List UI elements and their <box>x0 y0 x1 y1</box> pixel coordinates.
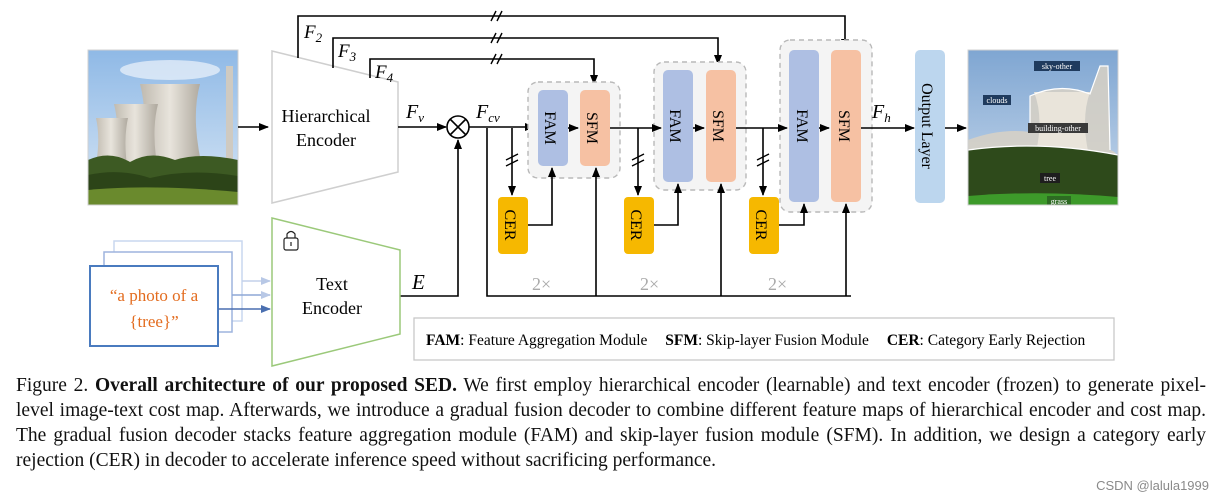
prompt-stack <box>89 240 243 347</box>
sfm-label-3: SFM <box>835 110 852 142</box>
label-f2: F2 <box>303 22 323 45</box>
caption-figure-number: Figure 2. <box>16 375 89 396</box>
seg-label-sky-other: sky-other <box>1042 62 1073 71</box>
sfm-block-1 <box>580 90 610 166</box>
seg-label-grass: grass <box>1051 197 1067 206</box>
repeat-label-2: 2× <box>640 274 659 294</box>
decoder-connections <box>486 124 967 297</box>
label-fv: Fv <box>405 101 424 125</box>
sfm-block-3 <box>831 50 861 202</box>
cer-label-1: CER <box>501 209 518 240</box>
fam-label-3: FAM <box>793 109 810 143</box>
caption-title: Overall architecture of our proposed SED… <box>94 375 457 396</box>
output-layer-label: Output Layer <box>918 83 935 169</box>
stop-gradient-marks <box>490 10 503 65</box>
seg-label-clouds: clouds <box>987 96 1008 105</box>
cer-block-1 <box>498 197 528 254</box>
hierarchical-encoder <box>271 50 399 204</box>
fam-block-1 <box>538 90 568 166</box>
label-fcv: Fcv <box>475 101 500 125</box>
input-image <box>87 49 239 206</box>
figure-caption: Figure 2. Overall architecture of our pr… <box>16 373 1206 473</box>
label-f4: F4 <box>374 62 394 85</box>
prompt-text-line-1: “a photo of a <box>110 286 199 305</box>
label-f3: F3 <box>337 41 357 64</box>
fam-block-2 <box>663 70 693 182</box>
caption-body: We first employ hierarchical encoder (le… <box>16 375 1206 471</box>
sfm-label-2: SFM <box>709 110 726 142</box>
seg-label-building-other: building-other <box>1035 124 1081 133</box>
skip-connections <box>297 15 849 85</box>
cer-block-3 <box>749 197 779 254</box>
prompt-arrows <box>218 277 271 313</box>
text-encoder-label-2: Encoder <box>302 298 362 318</box>
prompt-text-line-2: {tree}” <box>129 312 178 331</box>
cer-stop-gradient-marks <box>505 153 770 167</box>
fam-label-1: FAM <box>541 111 558 145</box>
legend-box <box>413 317 1115 361</box>
output-layer <box>915 50 945 203</box>
seg-label-tree: tree <box>1044 174 1056 183</box>
sfm-label-1: SFM <box>583 112 600 144</box>
text-encoder <box>271 217 401 367</box>
cer-label-2: CER <box>627 209 644 240</box>
legend: FAM: Feature Aggregation Module SFM: Ski… <box>426 332 1086 349</box>
lock-icon <box>283 230 299 251</box>
fam-block-3 <box>789 50 819 202</box>
watermark: CSDN @lalula1999 <box>1096 478 1209 493</box>
text-encoder-label: Text <box>316 274 348 294</box>
repeat-label-3: 2× <box>768 274 787 294</box>
multiply-operator <box>446 115 470 139</box>
cer-block-2 <box>624 197 654 254</box>
hierarchical-encoder-label-2: Encoder <box>296 130 356 150</box>
cer-label-3: CER <box>752 209 769 240</box>
label-fh: Fh <box>871 101 891 125</box>
label-e: E <box>411 270 425 294</box>
arrow-e <box>400 139 462 297</box>
sfm-block-2 <box>706 70 736 182</box>
repeat-label-1: 2× <box>532 274 551 294</box>
hierarchical-encoder-label: Hierarchical <box>282 106 371 126</box>
fam-label-2: FAM <box>666 109 683 143</box>
architecture-diagram: Hierarchical Encoder F2 F3 F4 Fv E Fcv “… <box>87 10 1119 367</box>
segmentation-output: sky-other clouds building-other tree gra… <box>967 49 1119 206</box>
